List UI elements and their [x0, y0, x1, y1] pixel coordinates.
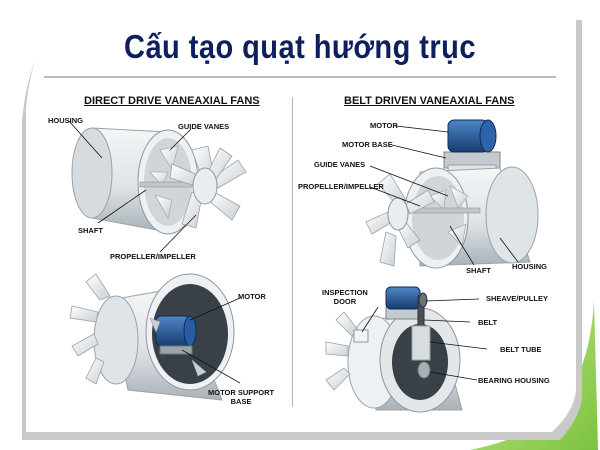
label-inspection-line2: DOOR: [333, 297, 357, 306]
sheave-graphic: [418, 292, 428, 308]
label-inspection-line1: INSPECTION: [322, 288, 368, 297]
label-belt: BELT: [478, 318, 498, 327]
label-shaft-direct: SHAFT: [78, 226, 103, 235]
belt-driven-fan-external: [325, 286, 463, 413]
label-propeller-belt: PROPELLER/IMPELLER: [298, 182, 384, 191]
label-propeller-direct: PROPELLER/IMPELLER: [110, 252, 196, 261]
label-motor-direct: MOTOR: [238, 292, 266, 301]
panel-divider: [292, 97, 293, 407]
belt-tube-graphic: [411, 325, 431, 361]
belt-driven-heading: BELT DRIVEN VANEAXIAL FANS: [344, 95, 515, 107]
label-bearing-housing: BEARING HOUSING: [478, 376, 550, 385]
label-housing-direct: HOUSING: [48, 116, 84, 125]
guide-vanes-graphic: [149, 145, 179, 220]
label-shaft-belt: SHAFT: [466, 266, 491, 275]
label-motor-belt: MOTOR: [370, 121, 398, 130]
label-motor-support-line1: MOTOR SUPPORT: [208, 388, 275, 397]
motor-graphic-bottom: [385, 286, 421, 310]
label-motor-base: MOTOR BASE: [342, 140, 393, 149]
label-housing-belt: HOUSING: [512, 262, 548, 271]
label-sheave-pulley: SHEAVE/PULLEY: [486, 294, 548, 303]
bearing-housing-graphic: [417, 361, 431, 379]
label-guide-vanes-direct: GUIDE VANES: [178, 122, 230, 131]
motor-support-graphic: [159, 345, 193, 355]
inspection-door-graphic: [353, 329, 369, 343]
direct-drive-fan-cutaway: [71, 127, 247, 235]
leader-lines: [68, 120, 519, 384]
propeller-graphic-belt: [365, 173, 435, 267]
label-inspection-door: INSPECTION DOOR: [322, 288, 368, 306]
page-title: Cấu tạo quạt hướng trục: [124, 28, 476, 65]
direct-drive-fan-motor: [69, 273, 235, 401]
label-motor-support-line2: BASE: [230, 397, 252, 406]
label-belt-tube: BELT TUBE: [500, 345, 542, 354]
label-motor-support-base: MOTOR SUPPORT BASE: [208, 388, 274, 406]
direct-drive-heading: DIRECT DRIVE VANEAXIAL FANS: [84, 95, 260, 107]
label-guide-vanes-belt: GUIDE VANES: [314, 160, 366, 169]
rear-propeller-graphic: [69, 273, 111, 385]
